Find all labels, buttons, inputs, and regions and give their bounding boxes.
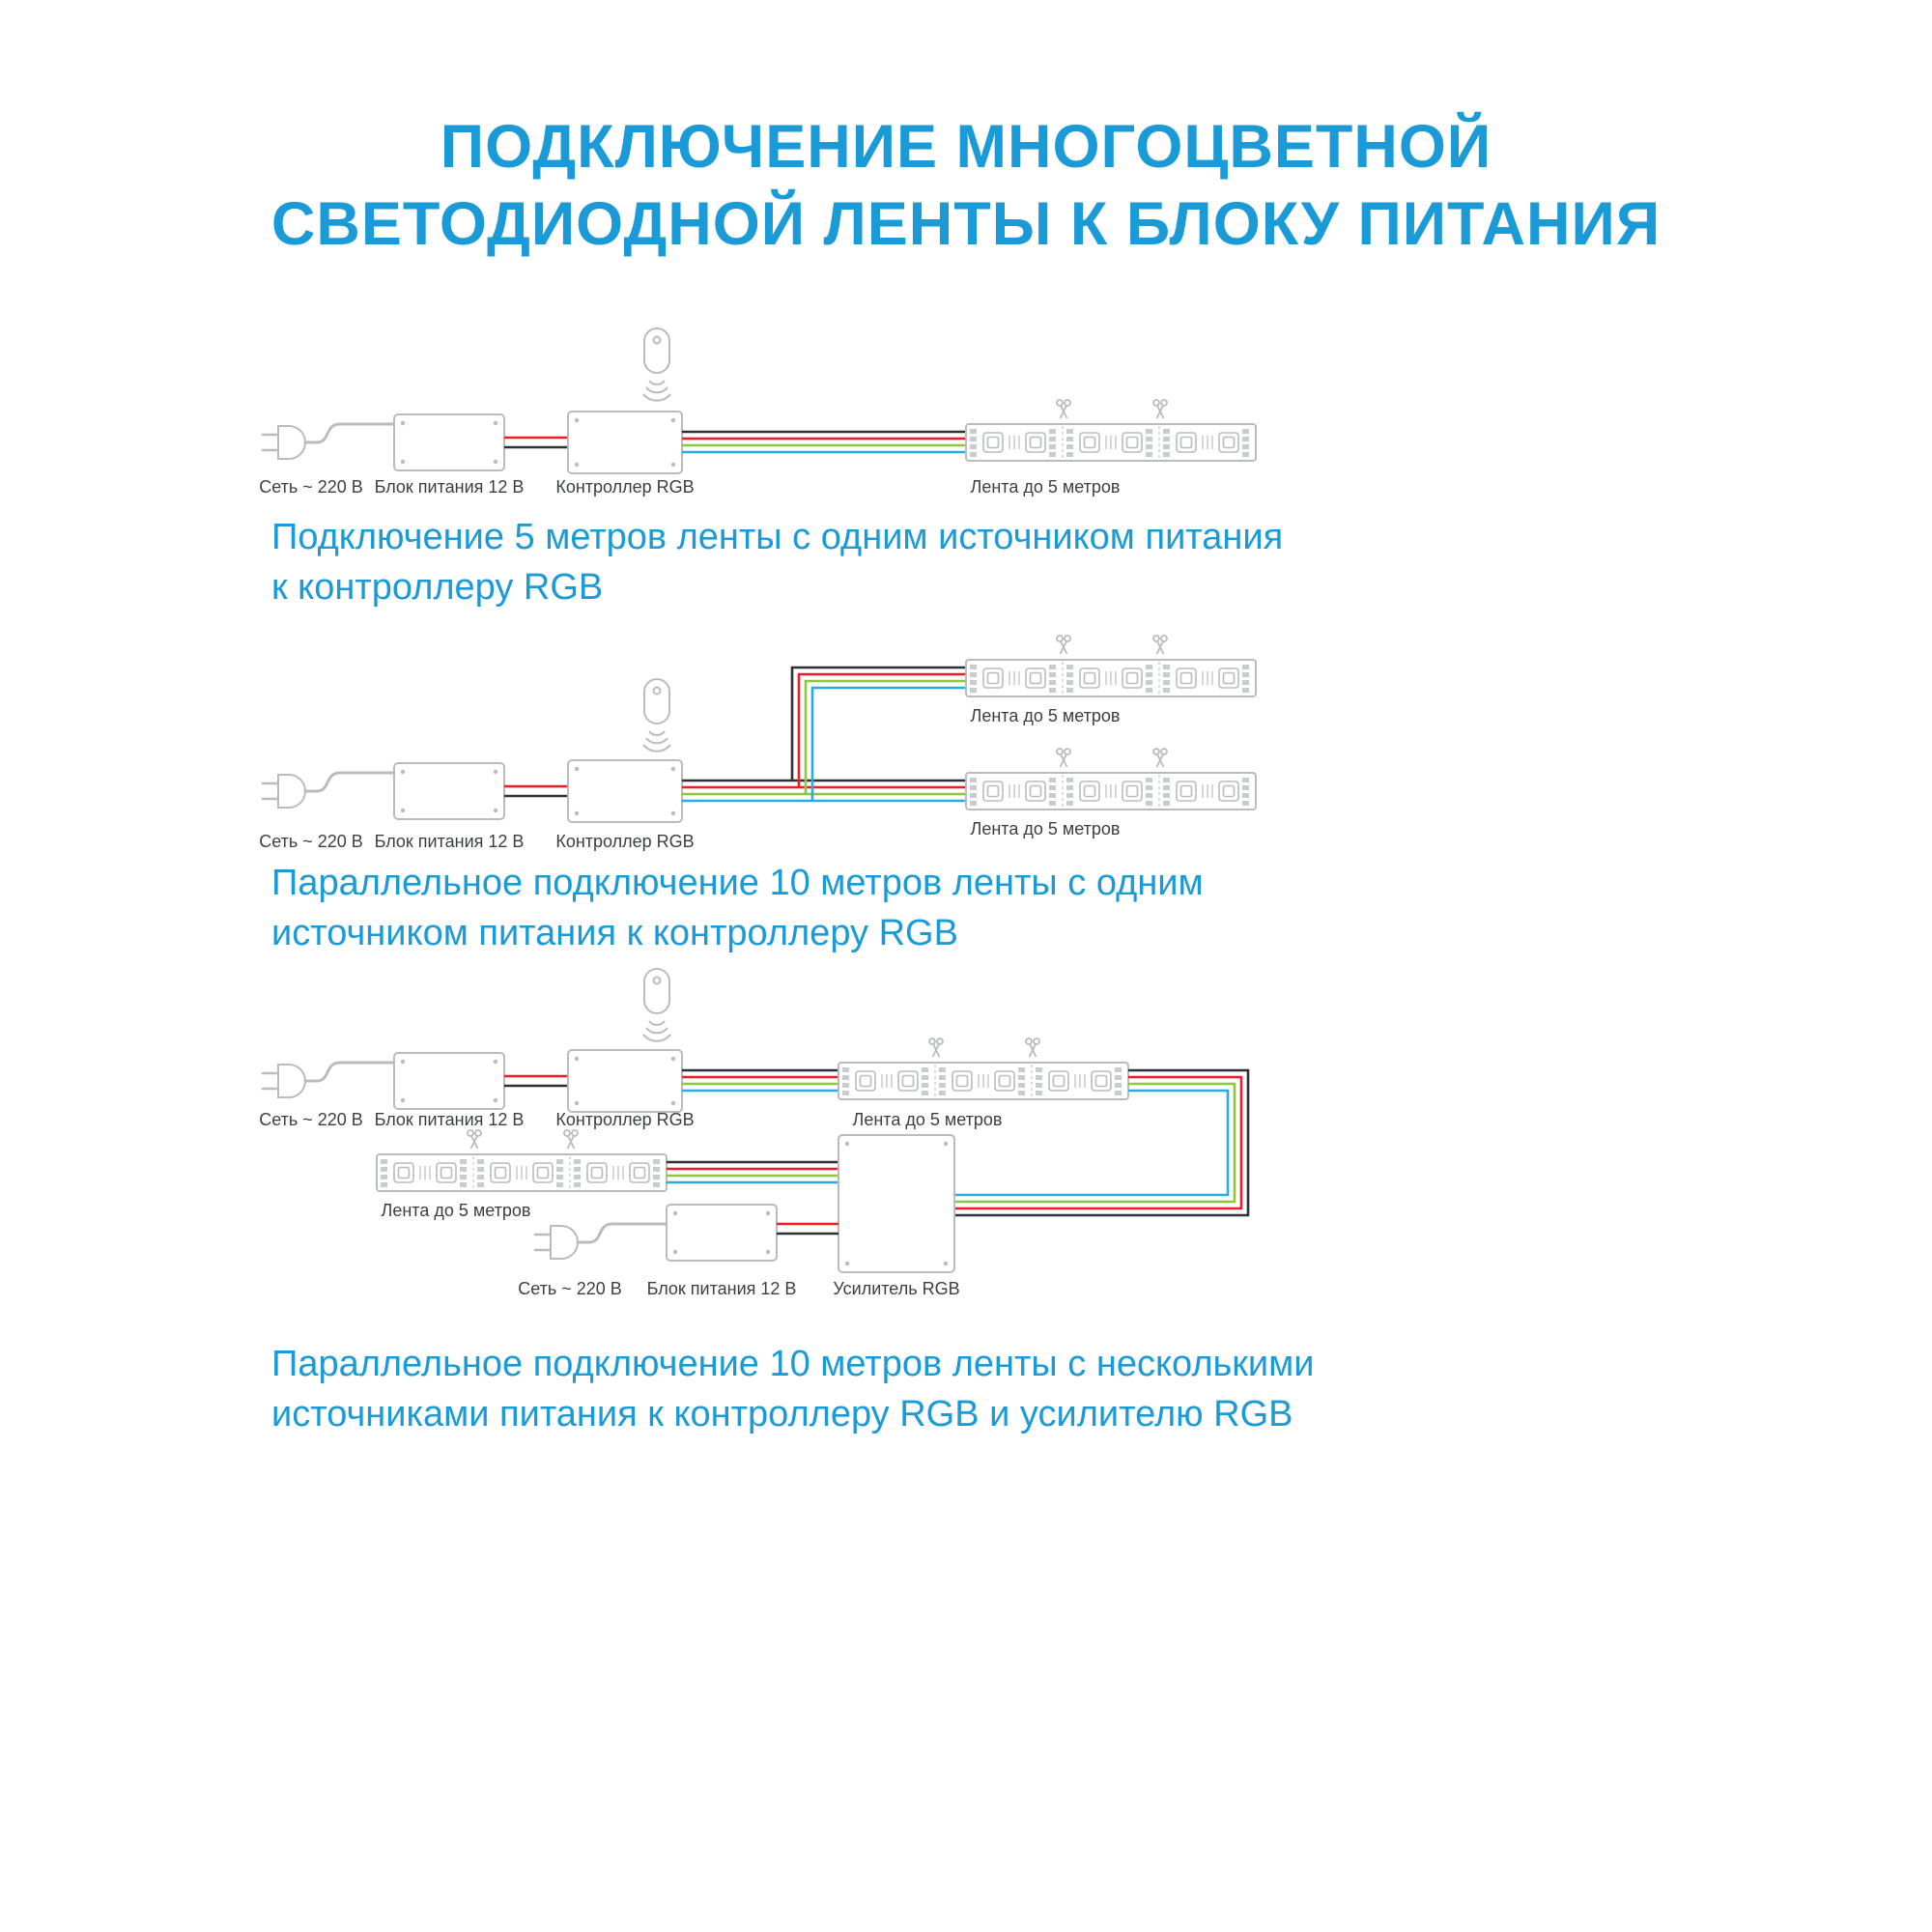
label-strip-second: Лента до 5 метров (382, 1201, 531, 1220)
rgb-wires-bottom-strip (682, 779, 966, 803)
label-controller: Контроллер RGB (555, 832, 694, 851)
psu-controller-wires (504, 1074, 568, 1088)
rgb-amplifier-box (838, 1134, 955, 1273)
label-mains: Сеть ~ 220 В (259, 832, 363, 851)
power-supply-box (393, 413, 505, 471)
power-cord (303, 1061, 396, 1083)
psu-controller-wires (504, 784, 568, 798)
label-strip-bottom: Лента до 5 метров (971, 819, 1121, 838)
rgb-wires-controller-strip1 (682, 1068, 838, 1093)
rgb-controller-box (567, 411, 683, 474)
led-strip (966, 400, 1256, 461)
mains-plug-icon-second (533, 1224, 580, 1261)
psu2-amplifier-wires (777, 1222, 838, 1236)
power-cord (303, 771, 396, 793)
rgb-controller-box (567, 759, 683, 823)
power-cord-second (576, 1222, 668, 1244)
label-mains: Сеть ~ 220 В (259, 1110, 363, 1129)
led-strip-second (377, 1130, 667, 1191)
label-strip-top: Лента до 5 метров (971, 706, 1121, 725)
ir-remote-icon (642, 327, 671, 402)
label-psu: Блок питания 12 В (375, 1110, 525, 1129)
caption-diagram3-line1: Параллельное подключение 10 метров ленты… (271, 1344, 1315, 1384)
rgb-wires-strip1-amplifier (954, 1068, 1250, 1217)
power-supply-box (393, 762, 505, 820)
label-amplifier: Усилитель RGB (833, 1279, 959, 1298)
power-cord (303, 422, 396, 444)
ir-remote-icon (642, 968, 671, 1042)
caption-diagram3: Параллельное подключение 10 метров ленты… (271, 1339, 1315, 1440)
led-strip-first (838, 1038, 1128, 1099)
page-title: ПОДКЛЮЧЕНИЕ МНОГОЦВЕТНОЙ СВЕТОДИОДНОЙ ЛЕ… (0, 108, 1932, 263)
label-controller: Контроллер RGB (555, 477, 694, 497)
label-psu: Блок питания 12 В (375, 832, 525, 851)
led-strip-top (966, 636, 1256, 696)
page-title-line2: СВЕТОДИОДНОЙ ЛЕНТЫ К БЛОКУ ПИТАНИЯ (270, 190, 1662, 258)
label-psu-second: Блок питания 12 В (647, 1279, 797, 1298)
caption-diagram1-line1: Подключение 5 метров ленты с одним источ… (271, 517, 1284, 557)
mains-plug-icon (261, 424, 307, 461)
label-controller: Контроллер RGB (555, 1110, 694, 1129)
caption-diagram2: Параллельное подключение 10 метров ленты… (271, 858, 1204, 959)
diagram-single-strip: Сеть ~ 220 В Блок питания 12 В Контролле… (259, 327, 1314, 497)
label-psu: Блок питания 12 В (375, 477, 525, 497)
rgb-wires-amplifier-strip2 (667, 1160, 838, 1184)
rgb-wires (682, 430, 966, 454)
page-title-line1: ПОДКЛЮЧЕНИЕ МНОГОЦВЕТНОЙ (440, 113, 1492, 181)
power-supply-box-second (666, 1204, 778, 1262)
caption-diagram1: Подключение 5 метров ленты с одним источ… (271, 512, 1283, 613)
label-mains-second: Сеть ~ 220 В (518, 1279, 622, 1298)
label-strip: Лента до 5 метров (971, 477, 1121, 497)
ir-remote-icon (642, 678, 671, 753)
diagram-parallel-one-psu: Лента до 5 метров Лента до 5 метров Сеть… (259, 633, 1314, 851)
psu-controller-wires (504, 436, 568, 449)
mains-plug-icon (261, 1063, 307, 1099)
caption-diagram2-line2: источником питания к контроллеру RGB (271, 913, 958, 954)
diagram-parallel-multi-psu: Сеть ~ 220 В Блок питания 12 В Контролле… (259, 968, 1250, 1298)
caption-diagram1-line2: к контроллеру RGB (271, 567, 604, 609)
power-supply-box (393, 1052, 505, 1110)
label-strip-first: Лента до 5 метров (853, 1110, 1003, 1129)
caption-diagram2-line1: Параллельное подключение 10 метров ленты… (271, 863, 1204, 903)
mains-plug-icon (261, 773, 307, 810)
label-mains: Сеть ~ 220 В (259, 477, 363, 497)
caption-diagram3-line2: источниками питания к контроллеру RGB и … (271, 1394, 1293, 1435)
led-strip-bottom (966, 749, 1256, 810)
rgb-controller-box (567, 1049, 683, 1113)
rgb-wires-top-strip (790, 666, 966, 801)
